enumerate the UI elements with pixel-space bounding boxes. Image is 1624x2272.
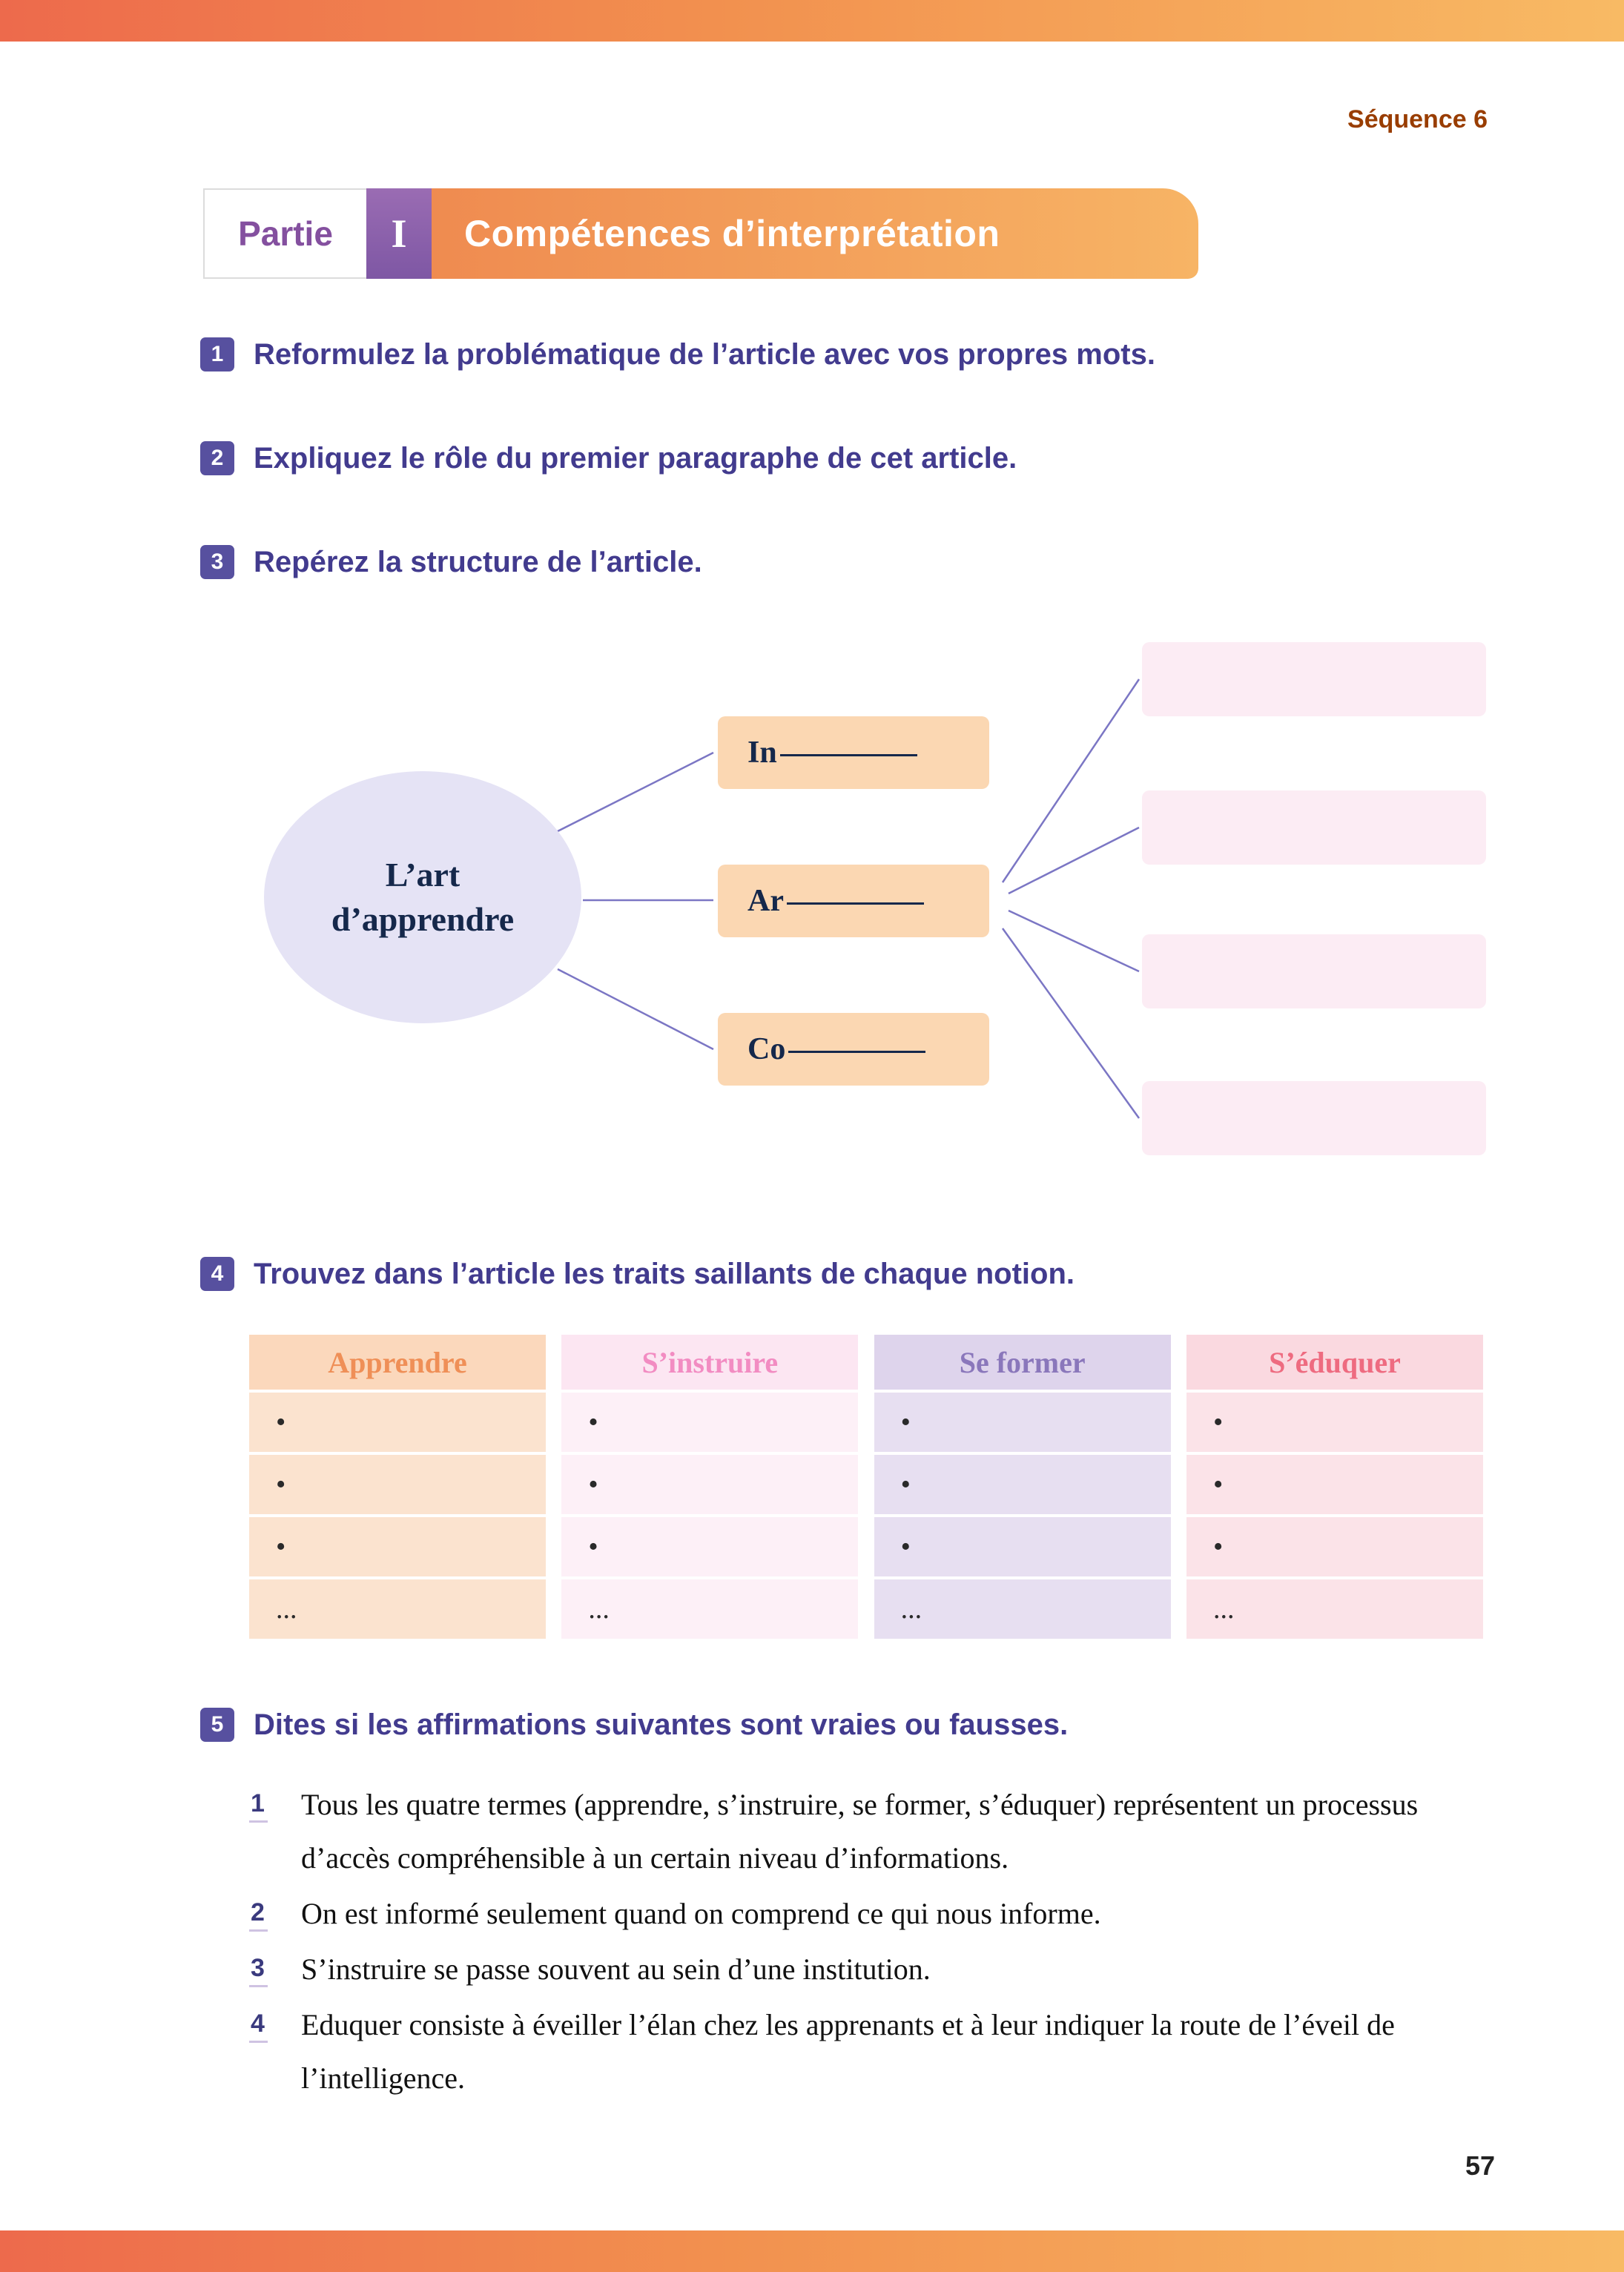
bottom-accent-bar <box>0 2230 1624 2272</box>
question-1-text: Reformulez la problématique de l’article… <box>254 337 1155 371</box>
statement-3-text: S’instruire se passe souvent au sein d’u… <box>301 1952 931 1986</box>
statement-1: 1 Tous les quatre termes (apprendre, s’i… <box>249 1778 1514 1885</box>
statement-2: 2 On est informé seulement quand on comp… <box>249 1887 1514 1941</box>
statement-4-number: 4 <box>249 2009 268 2043</box>
page-number: 57 <box>1465 2150 1495 2181</box>
table-column-apprendre: Apprendre • • • ... <box>249 1335 546 1639</box>
table-cell: ... <box>561 1579 859 1639</box>
structure-box-in: In <box>718 716 989 789</box>
statement-3-number: 3 <box>249 1953 268 1987</box>
column-header: Se former <box>874 1335 1171 1390</box>
table-column-instruire: S’instruire • • • ... <box>561 1335 859 1639</box>
table-cell: • <box>1186 1455 1483 1514</box>
question-2-text: Expliquez le rôle du premier paragraphe … <box>254 441 1017 475</box>
question-4: 4 Trouvez dans l’article les traits sail… <box>200 1257 1075 1291</box>
question-5-text: Dites si les affirmations suivantes sont… <box>254 1708 1069 1741</box>
diagram-connector-lines <box>557 678 1141 1119</box>
question-1-badge: 1 <box>200 337 234 371</box>
section-banner: Partie I Compétences d’interprétation <box>203 188 1198 279</box>
sequence-label: Séquence 6 <box>1347 105 1488 133</box>
structure-box-co-blank-line <box>788 1046 926 1053</box>
true-false-statements: 1 Tous les quatre termes (apprendre, s’i… <box>249 1778 1514 2107</box>
column-header: Apprendre <box>249 1335 546 1390</box>
table-cell: • <box>1186 1517 1483 1576</box>
central-topic-line1: L’art <box>385 856 461 894</box>
structure-box-co-prefix: Co <box>747 1032 786 1066</box>
table-cell: ... <box>874 1579 1171 1639</box>
statement-2-number: 2 <box>249 1898 268 1932</box>
table-cell: • <box>874 1393 1171 1452</box>
column-header: S’instruire <box>561 1335 859 1390</box>
table-cell: • <box>249 1393 546 1452</box>
question-4-badge: 4 <box>200 1257 234 1291</box>
central-topic-line2: d’apprendre <box>331 900 515 938</box>
partie-numeral: I <box>366 188 432 279</box>
table-cell: • <box>874 1517 1171 1576</box>
partie-label: Partie <box>203 188 366 279</box>
top-accent-bar <box>0 0 1624 42</box>
table-cell: ... <box>249 1579 546 1639</box>
article-structure-diagram: L’art d’apprendre In Ar Co <box>0 638 1624 1209</box>
table-cell: ... <box>1186 1579 1483 1639</box>
table-cell: • <box>249 1517 546 1576</box>
question-4-text: Trouvez dans l’article les traits sailla… <box>254 1257 1075 1290</box>
structure-box-ar-prefix: Ar <box>747 884 784 918</box>
statement-1-text: Tous les quatre termes (apprendre, s’ins… <box>301 1788 1419 1875</box>
table-cell: • <box>561 1393 859 1452</box>
question-3-text: Repérez la structure de l’article. <box>254 545 702 578</box>
table-cell: • <box>561 1455 859 1514</box>
structure-box-in-prefix: In <box>747 736 777 770</box>
table-cell: • <box>561 1517 859 1576</box>
answer-box-2 <box>1142 790 1486 865</box>
structure-box-ar: Ar <box>718 865 989 937</box>
structure-box-co: Co <box>718 1013 989 1086</box>
question-5-badge: 5 <box>200 1708 234 1742</box>
table-column-former: Se former • • • ... <box>874 1335 1171 1639</box>
statement-3: 3 S’instruire se passe souvent au sein d… <box>249 1943 1514 1996</box>
question-2: 2 Expliquez le rôle du premier paragraph… <box>200 441 1017 475</box>
table-cell: • <box>874 1455 1171 1514</box>
table-column-eduquer: S’éduquer • • • ... <box>1186 1335 1483 1639</box>
notions-table: Apprendre • • • ... S’instruire • • • ..… <box>249 1335 1483 1639</box>
question-5: 5 Dites si les affirmations suivantes so… <box>200 1708 1068 1742</box>
answer-box-1 <box>1142 642 1486 716</box>
section-title: Compétences d’interprétation <box>432 188 1198 279</box>
answer-box-3 <box>1142 934 1486 1008</box>
question-1: 1 Reformulez la problématique de l’artic… <box>200 337 1155 371</box>
statement-2-text: On est informé seulement quand on compre… <box>301 1897 1101 1930</box>
structure-box-ar-blank-line <box>786 898 924 905</box>
statement-1-number: 1 <box>249 1789 268 1823</box>
table-cell: • <box>249 1455 546 1514</box>
statement-4-text: Eduquer consiste à éveiller l’élan chez … <box>301 2008 1395 2095</box>
statement-4: 4 Eduquer consiste à éveiller l’élan che… <box>249 1998 1514 2105</box>
table-cell: • <box>1186 1393 1483 1452</box>
question-2-badge: 2 <box>200 441 234 475</box>
structure-box-in-blank-line <box>779 750 917 756</box>
answer-box-4 <box>1142 1081 1486 1155</box>
central-topic-ellipse: L’art d’apprendre <box>264 771 581 1023</box>
question-3-badge: 3 <box>200 545 234 579</box>
column-header: S’éduquer <box>1186 1335 1483 1390</box>
question-3: 3 Repérez la structure de l’article. <box>200 545 702 579</box>
